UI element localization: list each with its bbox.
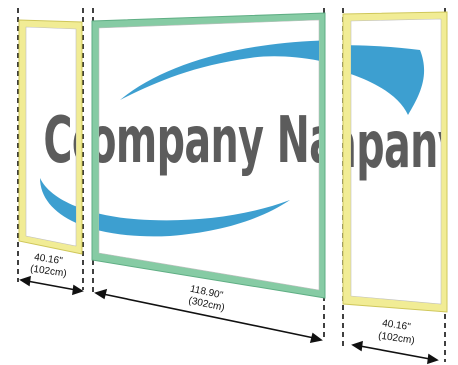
arrow-head bbox=[94, 288, 108, 300]
left-panel-logo-art: Company Name bbox=[40, 103, 385, 237]
center-company-name-text: Company Name bbox=[61, 103, 403, 178]
dimension-arrows bbox=[19, 275, 439, 365]
right-dimension-inches: 40.16" bbox=[381, 318, 411, 333]
dimension-labels: 40.16" (102cm) 118.90" (302cm) 40.16" (1… bbox=[29, 252, 415, 346]
left-dimension-cm: (102cm) bbox=[29, 264, 67, 280]
right-dimension-cm: (102cm) bbox=[377, 331, 415, 347]
center-dimension-arrow bbox=[102, 293, 315, 339]
left-panel-glass bbox=[25, 26, 77, 247]
center-swoosh-bottom bbox=[99, 178, 290, 237]
arrow-head bbox=[351, 340, 363, 352]
right-dimension-arrow bbox=[359, 345, 431, 360]
center-panel-logo-art: Company Name bbox=[61, 40, 403, 237]
arrow-head bbox=[19, 275, 31, 287]
right-panel-logo-art: Company Name bbox=[260, 45, 458, 183]
right-company-name-text: Company Name bbox=[260, 108, 458, 183]
left-panel bbox=[18, 19, 83, 255]
arrow-head bbox=[72, 284, 84, 296]
left-dimension-inches: 40.16" bbox=[33, 252, 63, 267]
arrow-head bbox=[427, 353, 439, 365]
left-dimension-arrow bbox=[26, 280, 77, 291]
left-company-name-text: Company Name bbox=[43, 103, 385, 178]
arrow-head bbox=[309, 332, 323, 344]
